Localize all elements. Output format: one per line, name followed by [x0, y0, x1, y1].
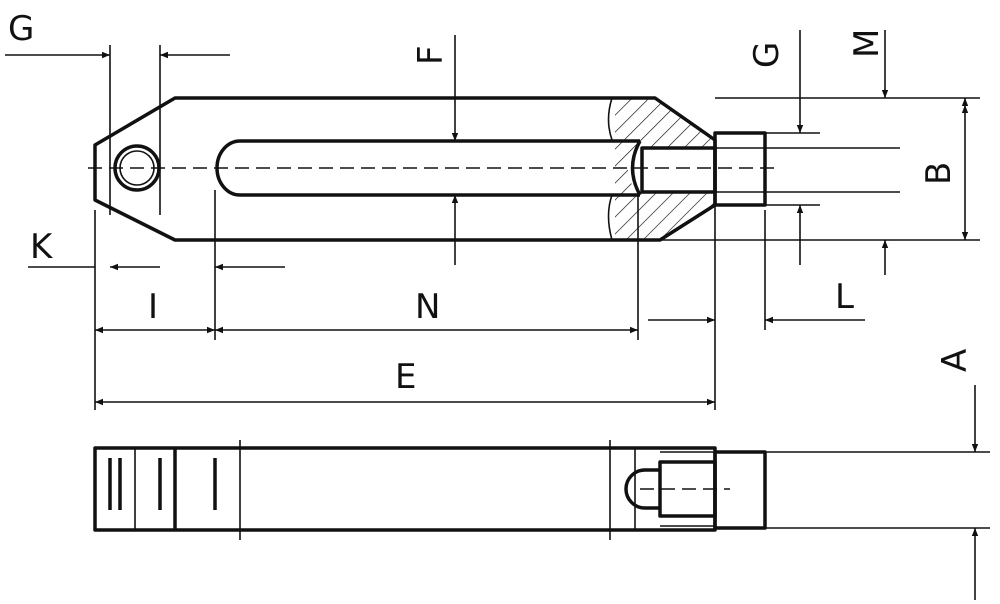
label-f: F [411, 45, 451, 65]
threaded-bore [640, 146, 717, 194]
thread-stub [713, 131, 767, 207]
label-l: L [835, 277, 854, 317]
label-b: B [919, 162, 959, 185]
side-view [93, 440, 767, 540]
dimension-labels: G F G M B K I N L E A [8, 9, 975, 397]
hatched-section [615, 98, 715, 240]
label-g-top: G [8, 9, 34, 49]
side-stub [713, 450, 767, 530]
label-g-right: G [747, 42, 787, 68]
label-n: N [415, 287, 440, 327]
label-a: A [935, 349, 975, 372]
label-e: E [395, 357, 416, 397]
label-i: I [148, 287, 158, 327]
break-line [607, 97, 613, 241]
label-k: K [30, 227, 54, 267]
dimensions [5, 30, 990, 600]
side-body [93, 446, 717, 532]
label-m: M [847, 29, 887, 58]
slot-end [630, 140, 642, 196]
top-view [88, 96, 780, 242]
